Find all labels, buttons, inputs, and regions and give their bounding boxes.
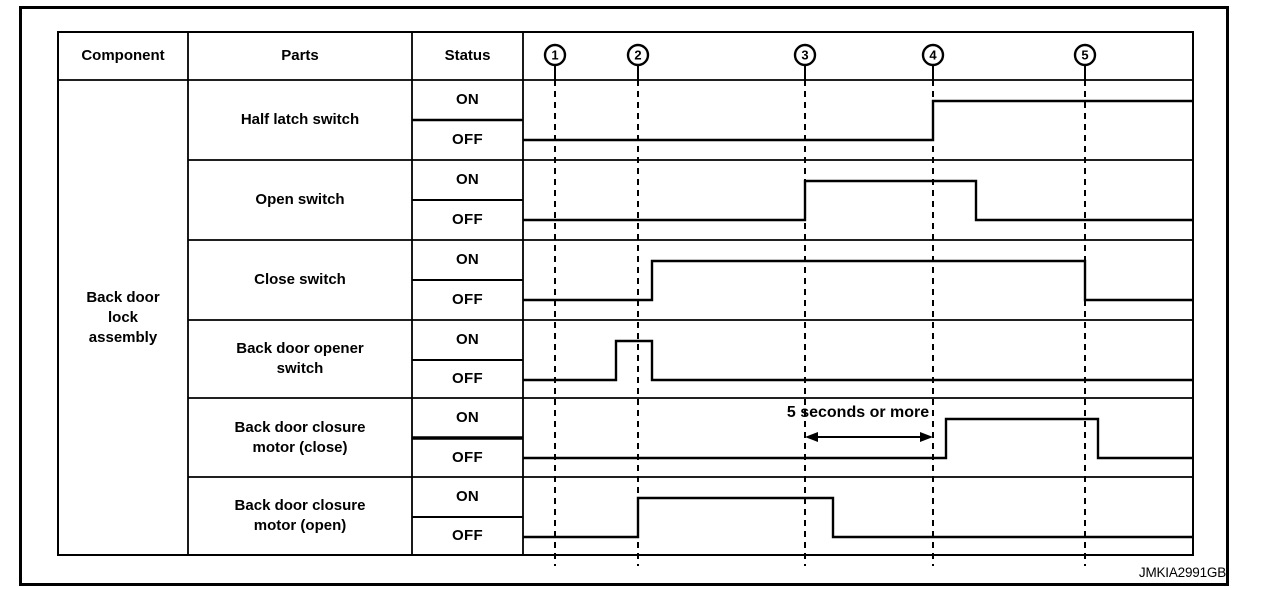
waveform-back-door-closure-motor-open [523,496,1193,539]
annotation-arrowhead-left-icon [805,432,818,442]
waveform-half-latch-switch [523,99,1193,142]
parts-cell-4-label: Back door closure motor (close) [234,418,366,456]
waveform-close-switch [523,259,1193,302]
marker-circle-2 [626,43,650,67]
parts-cell-1: Open switch [188,160,412,240]
header-status: Status [444,47,491,64]
status-off-cell-3: OFF [452,370,483,387]
header-component: Component [81,47,165,64]
marker-circle-5 [1073,43,1097,67]
parts-cell-0: Half latch switch [188,80,412,160]
marker-number-1: 1 [551,48,558,63]
marker-circle-1 [543,43,567,67]
status-off-cell-5: OFF [452,527,483,544]
marker-number-4: 4 [929,48,937,63]
status-off-cell-0: OFF [452,131,483,148]
table-border [57,31,1194,556]
annotation-5-seconds: 5 seconds or more [786,404,930,421]
status-on-cell-4: ON [455,409,480,426]
marker-circle-3 [793,43,817,67]
figure-code: JMKIA2991GB [1138,565,1226,580]
status-off-cell-2: OFF [452,291,483,308]
component-label: Back door lock assembly [86,288,160,346]
status-off-cell-4: OFF [452,448,483,466]
parts-cell-2: Close switch [188,240,412,320]
status-on-cell-2: ON [455,251,480,268]
marker-number-2: 2 [634,48,641,63]
header-parts: Parts [281,47,319,64]
marker-number-5: 5 [1081,48,1088,63]
parts-cell-5: Back door closure motor (open) [188,477,412,555]
component-cell: Back door lock assembly [58,80,188,555]
annotation-arrowhead-right-icon [920,432,933,442]
parts-cell-1-label: Open switch [255,191,345,208]
parts-cell-3: Back door opener switch [188,320,412,398]
parts-cell-0-label: Half latch switch [240,111,360,128]
parts-cell-4: Back door closure motor (close) [188,398,412,477]
waveform-open-switch [523,179,1193,222]
status-on-cell-3: ON [455,331,480,348]
parts-cell-2-label: Close switch [254,271,346,288]
waveform-back-door-closure-motor-close [523,417,1193,460]
figure-outer-border [19,6,1229,586]
status-on-cell-5: ON [455,488,480,505]
status-on-cell-0: ON [455,91,480,108]
marker-circle-4 [921,43,945,67]
parts-cell-5-label: Back door closure motor (open) [234,497,366,534]
marker-number-3: 3 [801,48,808,63]
status-off-cell-1: OFF [452,211,483,228]
parts-cell-3-label: Back door opener switch [236,340,364,377]
waveform-back-door-opener-switch [523,339,1193,382]
status-on-cell-1: ON [455,171,480,188]
